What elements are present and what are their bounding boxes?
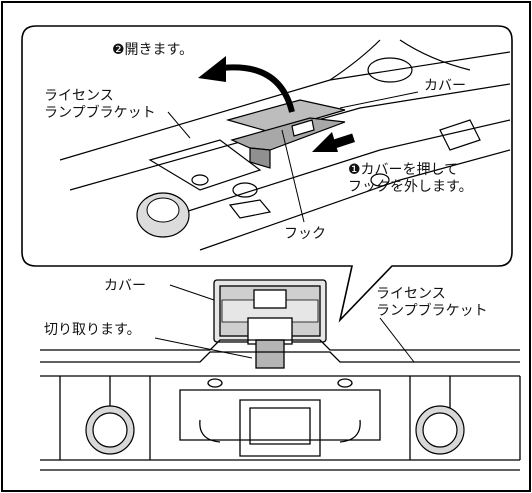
label-cover-bottom: カバー (104, 278, 146, 294)
label-cover-top: カバー (424, 78, 466, 94)
bracket-detail-body (59, 39, 511, 251)
label-cut-off: 切り取ります。 (44, 322, 141, 338)
leader-lines-bottom (154, 284, 415, 363)
detail-callout-bubble (21, 25, 513, 323)
label-step1-press: ❶カバーを押して フックを外します。 (348, 162, 473, 195)
label-hook: フック (284, 226, 326, 242)
cover-top-piece (225, 99, 346, 169)
mounting-holes (85, 405, 465, 455)
cover-bottom-piece (213, 279, 327, 369)
label-bracket-bottom: ライセンス ランプブラケット (376, 286, 488, 319)
open-arrow (198, 56, 295, 113)
label-bracket-top: ライセンス ランプブラケット (44, 88, 156, 121)
label-step2-open: ❷開きます。 (112, 42, 194, 58)
leader-lines-top (167, 91, 419, 223)
press-arrow (312, 132, 355, 152)
